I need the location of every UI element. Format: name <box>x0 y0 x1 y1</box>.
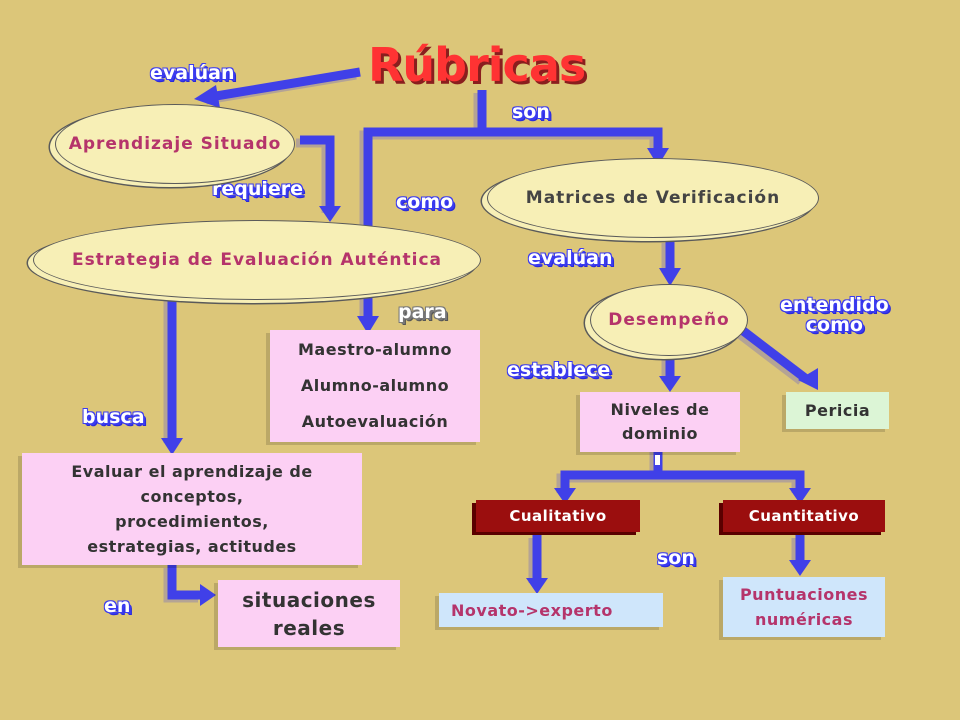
arrowhead-busca <box>161 438 183 455</box>
link-label-son-1: son <box>512 101 550 123</box>
node-evaluar-aprendizaje: Evaluar el aprendizaje de conceptos, pro… <box>22 453 362 565</box>
node-puntuaciones-numericas: Puntuaciones numéricas <box>723 577 885 637</box>
node-cuantitativo: Cuantitativo <box>723 500 885 532</box>
arrow-evaluan-1 <box>209 67 361 102</box>
arrowhead-evaluan-1 <box>194 85 220 108</box>
arrow-son-stem <box>363 90 487 232</box>
modalidad-alumno-alumno: Alumno-alumno <box>300 376 450 395</box>
link-label-son-2: son <box>657 547 695 569</box>
link-label-evaluan-1: evalúan <box>150 62 235 84</box>
arrow-split-right <box>658 470 805 490</box>
arrow-split-left <box>560 448 663 490</box>
arrowhead-requiere <box>319 206 341 222</box>
link-label-en: en <box>104 595 131 617</box>
node-estrategia-evaluacion: Estrategia de Evaluación Auténtica <box>33 220 481 300</box>
link-label-entendido-como: entendido como <box>780 294 889 336</box>
link-label-para: para <box>398 301 447 323</box>
node-desempeno: Desempeño <box>590 284 748 356</box>
node-novato-experto: Novato->experto <box>439 593 663 627</box>
link-label-requiere: requiere <box>212 178 304 200</box>
diagram-title: Rúbricas <box>368 38 586 92</box>
node-modalidades: Maestro-alumno Alumno-alumno Autoevaluac… <box>270 330 480 442</box>
arrow-requiere <box>300 135 335 210</box>
modalidad-autoevaluacion: Autoevaluación <box>301 412 449 431</box>
modalidad-maestro-alumno: Maestro-alumno <box>298 340 452 359</box>
arrow-son-right <box>482 127 663 150</box>
node-matrices-verificacion: Matrices de Verificación <box>487 158 819 238</box>
arrowhead-cualitativo <box>526 578 548 594</box>
node-pericia: Pericia <box>786 392 889 429</box>
arrow-en <box>167 565 202 600</box>
arrowhead-establece <box>659 376 681 392</box>
arrow-entendido <box>739 326 808 382</box>
arrowhead-split-right <box>789 488 811 504</box>
node-situaciones-reales: situaciones reales <box>218 580 400 647</box>
node-aprendizaje-situado: Aprendizaje Situado <box>55 104 295 184</box>
link-label-como: como <box>396 191 454 213</box>
link-label-busca: busca <box>82 406 145 428</box>
link-label-como-2: como <box>805 313 863 336</box>
arrowhead-evaluan-2 <box>659 268 681 286</box>
arrowhead-entendido <box>798 368 818 390</box>
link-label-establece: establece <box>507 359 611 381</box>
arrowhead-para <box>357 316 379 334</box>
arrowhead-en <box>200 584 216 606</box>
node-cualitativo: Cualitativo <box>476 500 640 532</box>
arrowhead-split-left <box>554 488 576 504</box>
node-niveles-dominio: Niveles de dominio <box>580 392 740 452</box>
link-label-entendido: entendido <box>780 294 889 316</box>
link-label-evaluan-2: evalúan <box>528 247 613 269</box>
arrowhead-son-right <box>647 148 669 166</box>
arrowhead-cuantitativo <box>789 560 811 576</box>
split-marker <box>655 455 660 465</box>
